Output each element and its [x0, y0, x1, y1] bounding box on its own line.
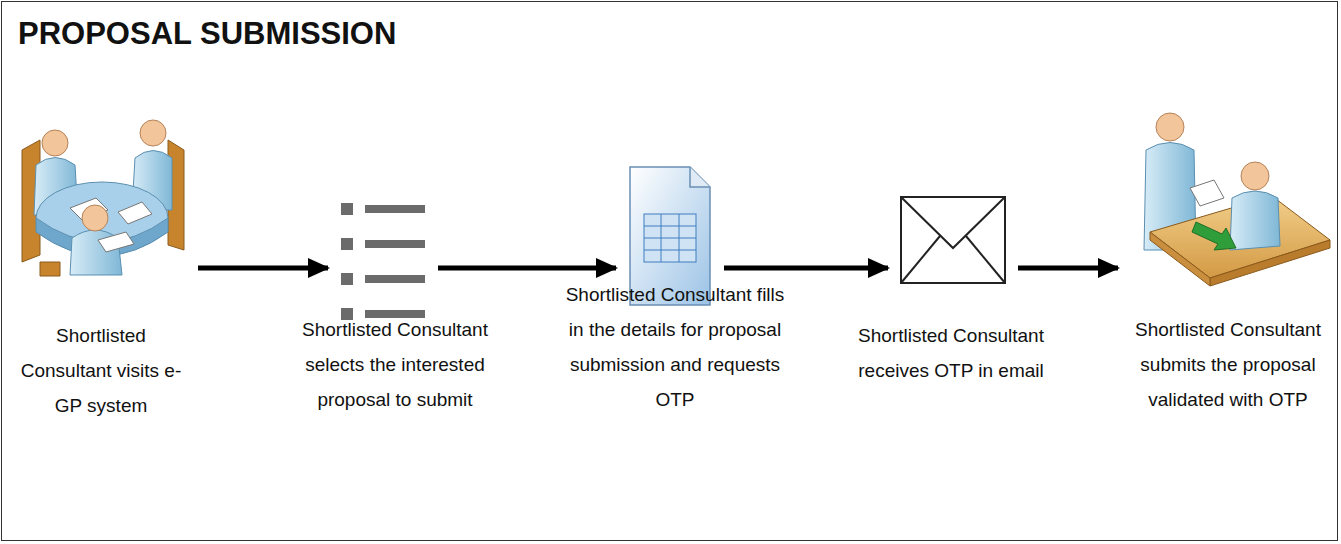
step-caption: Shortlisted Consultant visits e-GP syste… — [13, 318, 189, 423]
process-step: Shortlisted Consultant fills in the deta… — [626, 164, 714, 274]
flow-arrow — [438, 266, 616, 271]
process-step: Shortlisted Consultant receives OTP in e… — [898, 194, 1008, 286]
flow-arrow — [1018, 266, 1118, 271]
envelope-icon — [901, 197, 1005, 283]
process-step: Shortlisted Consultant selects the inter… — [338, 198, 428, 323]
flow-arrow — [724, 266, 888, 271]
meeting-icon — [22, 120, 184, 276]
submission-icon — [1144, 113, 1330, 286]
step-caption: Shortlisted Consultant selects the inter… — [281, 312, 509, 417]
diagram-title: PROPOSAL SUBMISSION — [18, 16, 396, 52]
flow-arrow — [198, 266, 328, 271]
step-caption: Shortlisted Consultant fills in the deta… — [564, 277, 786, 417]
list-icon — [341, 203, 425, 320]
process-step: Shortlisted Consultant visits e-GP syste… — [20, 115, 188, 280]
step-caption: Shortlisted Consultant receives OTP in e… — [857, 318, 1045, 388]
step-caption: Shortlisted Consultant submits the propo… — [1122, 312, 1334, 417]
process-step: Shortlisted Consultant submits the propo… — [1128, 110, 1332, 288]
